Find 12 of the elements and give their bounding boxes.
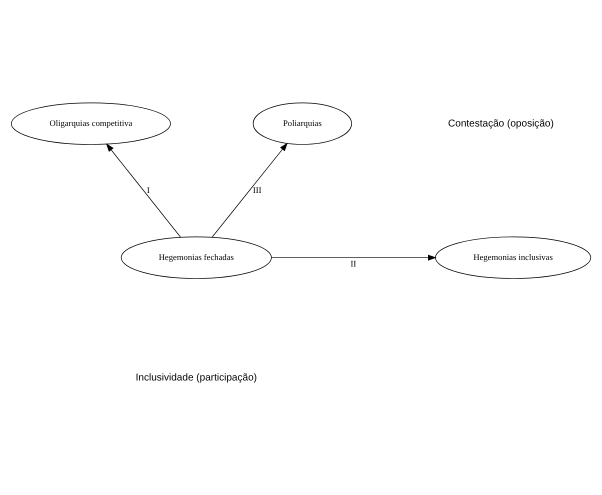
node-ellipse: Oligarquias competitiva [11,102,171,144]
arrow [212,142,288,237]
edge-label: II [350,258,356,268]
label: Inclusividade (participação) [136,372,257,383]
node-ellipse: Hegemonias inclusivas [435,236,592,278]
label: Contestação (oposição) [448,118,554,129]
edge-label: I [146,184,150,194]
edge-label: III [252,184,262,194]
node-ellipse: Poliarquias [252,102,352,144]
node-ellipse: Hegemonias fechadas [120,236,272,278]
arrow [271,254,437,260]
arrow [106,142,181,237]
